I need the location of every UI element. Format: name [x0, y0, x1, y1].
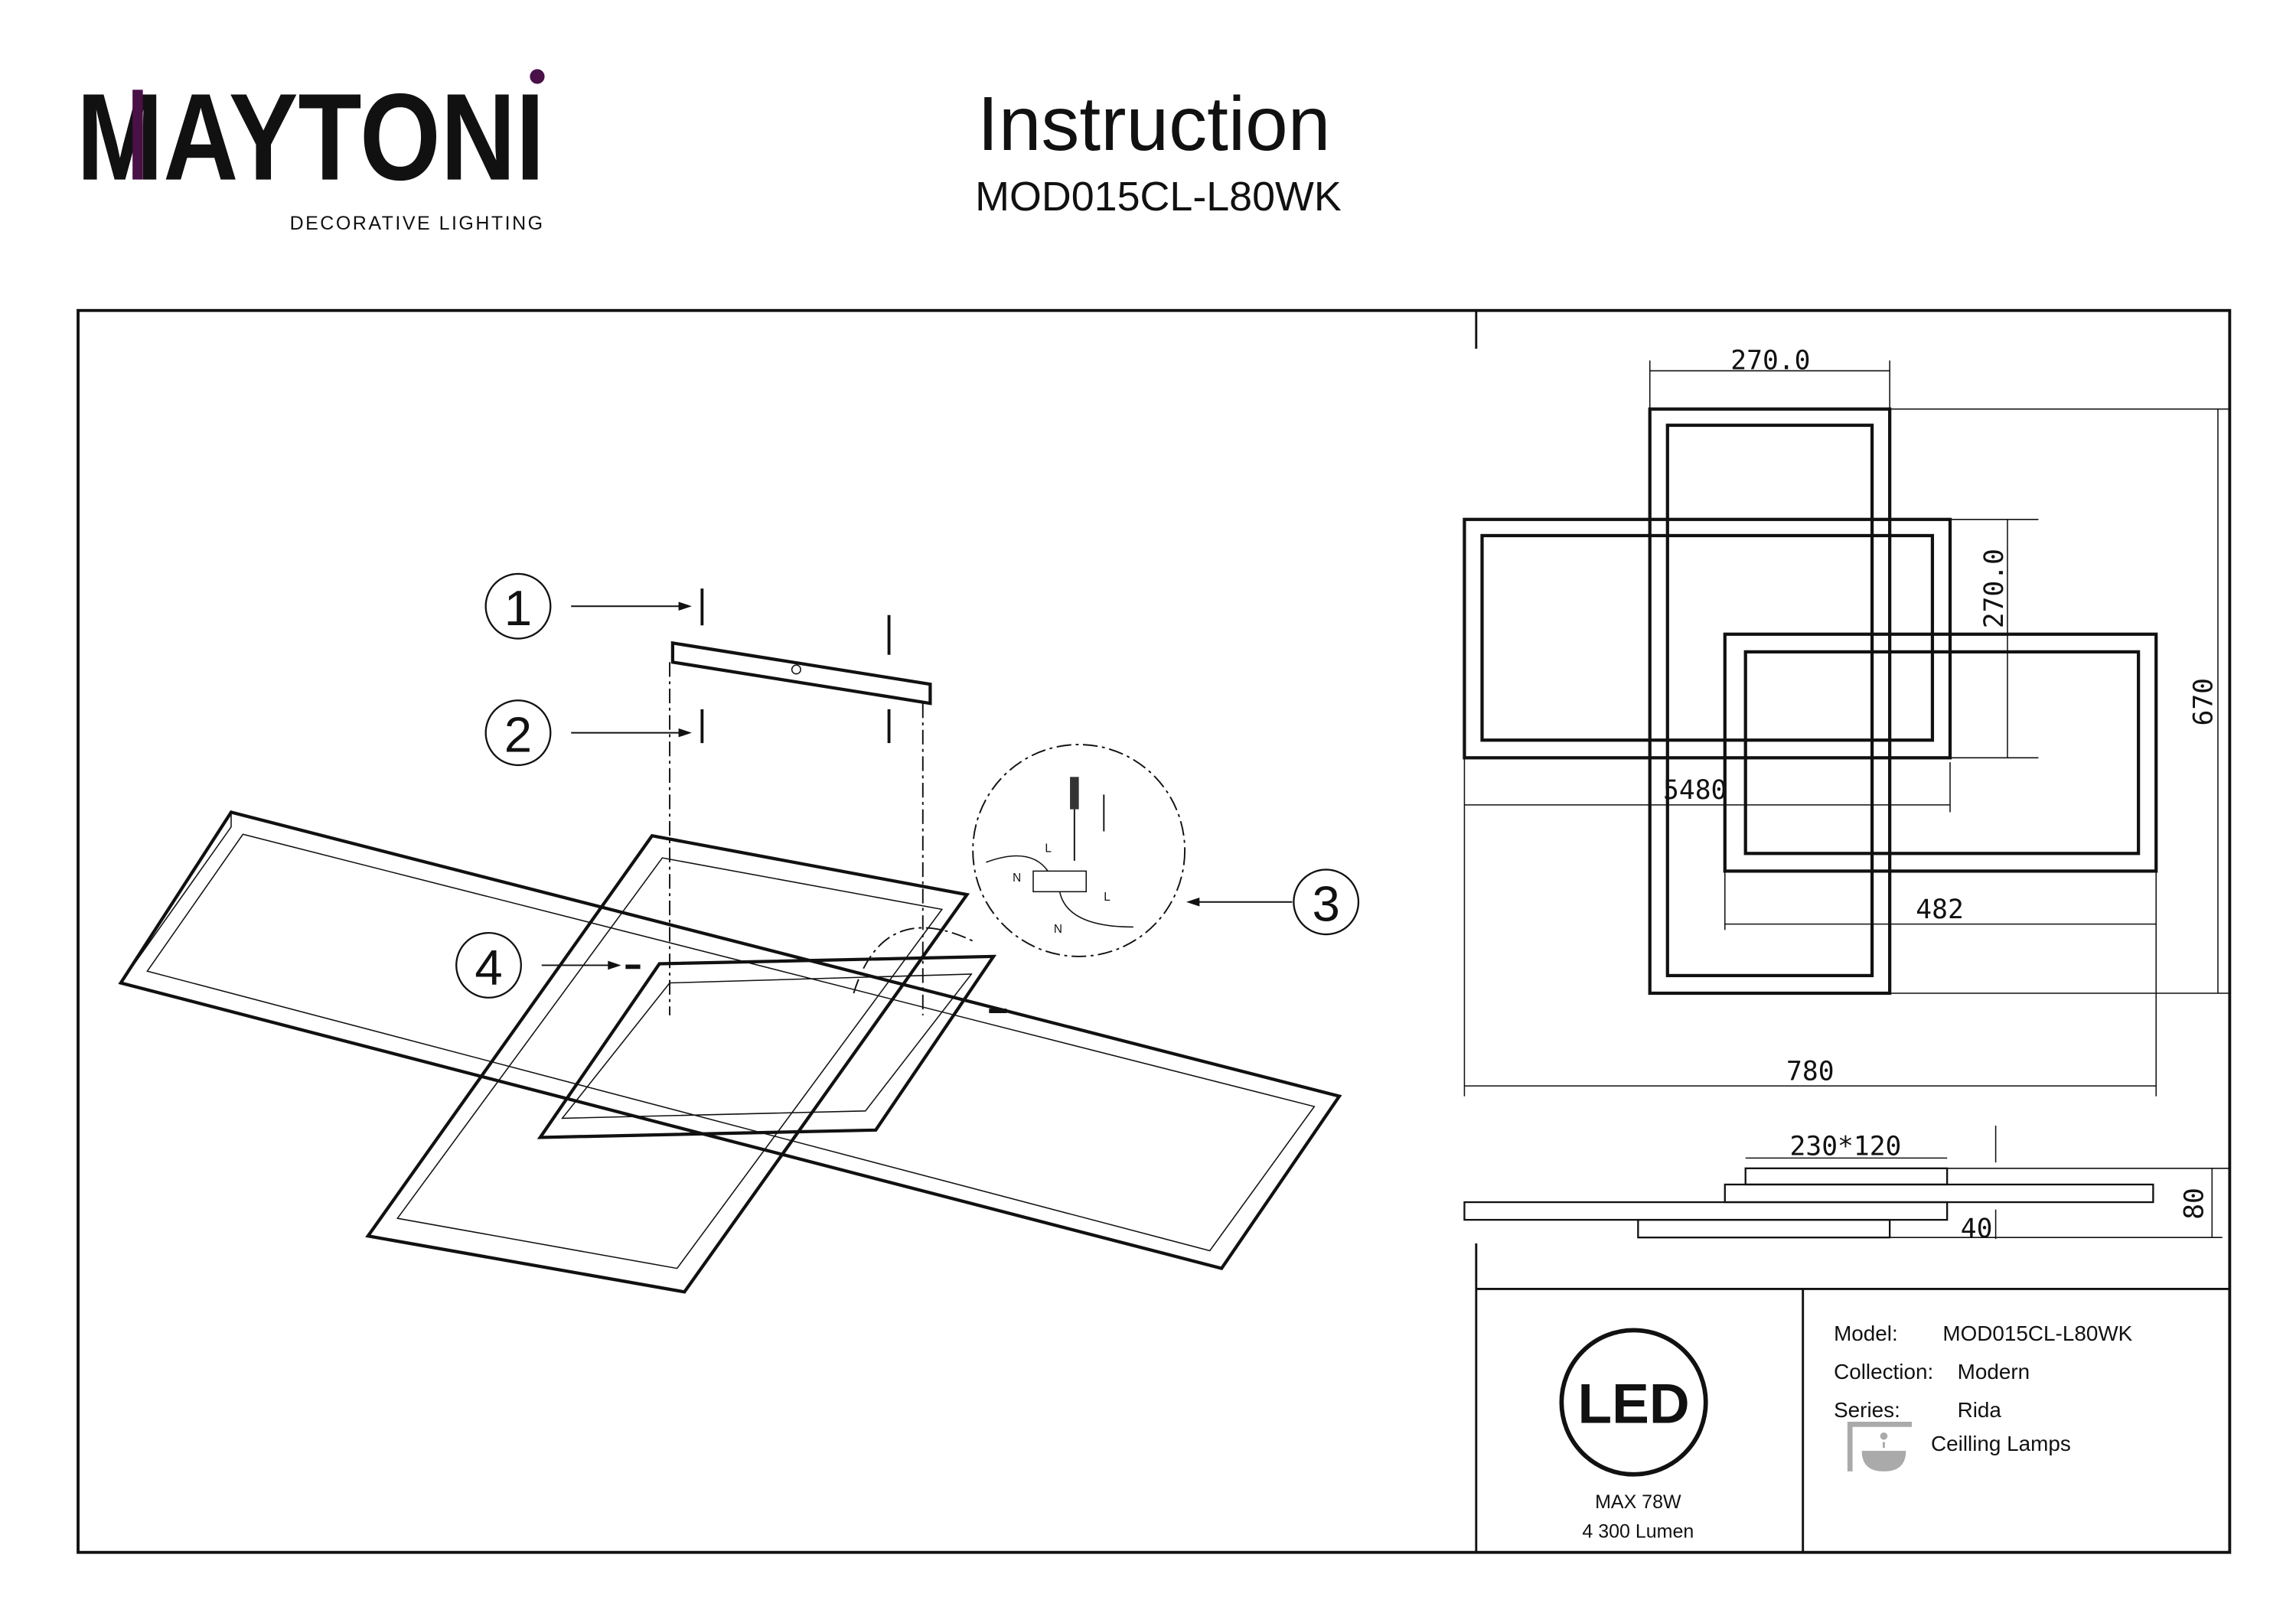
series-value: Rida	[1958, 1398, 2002, 1422]
logo-accent-stroke	[132, 90, 143, 180]
collection-value: Modern	[1958, 1360, 2030, 1383]
callout-4-number: 4	[475, 939, 502, 995]
dim-total-height: 670	[2188, 678, 2219, 726]
dim-total-width: 780	[1786, 1056, 1835, 1087]
assembly-drawing: L N L N 1 2 3 4	[118, 572, 1360, 1294]
logo-brand: MAYTONI	[77, 69, 544, 207]
dim-base: 230*120	[1790, 1132, 1902, 1162]
dim-offset: 40	[1961, 1214, 1993, 1244]
led-logo: LED	[1578, 1373, 1690, 1435]
callout-3: 3	[1186, 869, 1360, 936]
mounting-bar	[670, 640, 932, 706]
screw-icon	[700, 588, 891, 744]
model-label: Model:	[1834, 1322, 1898, 1345]
page-title: Instruction	[977, 81, 1330, 167]
lumen: 4 300 Lumen	[1582, 1520, 1694, 1542]
diagonal-frame	[365, 833, 970, 1294]
led-badge: LED	[1559, 1328, 1708, 1477]
callout-2: 2	[484, 699, 692, 767]
model-value: MOD015CL-L80WK	[1942, 1322, 2132, 1345]
category-label: Ceilling Lamps	[1931, 1432, 2071, 1455]
ceiling-lamp-icon	[1847, 1422, 1913, 1471]
label-neutral-out: N	[1054, 923, 1062, 936]
terminal-block	[1032, 870, 1088, 893]
wiring-detail: L N L N	[853, 744, 1186, 994]
max-power: MAX 78W	[1595, 1491, 1681, 1513]
collection-label: Collection:	[1834, 1360, 1933, 1383]
logo-tagline: DECORATIVE LIGHTING	[290, 213, 545, 234]
dim-right-width: 482	[1916, 895, 1964, 925]
model-subtitle: MOD015CL-L80WK	[975, 174, 1342, 220]
callout-4: 4	[455, 931, 621, 999]
top-view-drawing: 270.0 270.0 670 5480 482 780	[1463, 346, 2230, 1097]
small-frame	[536, 954, 997, 1139]
series-label: Series:	[1834, 1398, 1900, 1422]
main-frame	[77, 308, 2232, 1554]
dim-left-width: 5480	[1663, 775, 1727, 806]
callout-1: 1	[484, 572, 692, 640]
maytoni-logo: MAYTONI DECORATIVE LIGHTING	[77, 69, 545, 234]
label-live-in: L	[1045, 842, 1052, 855]
screwdriver-icon	[1070, 777, 1079, 810]
callout-3-number: 3	[1312, 876, 1339, 932]
label-live-out: L	[1104, 891, 1110, 904]
callout-1-number: 1	[504, 580, 532, 636]
logo-accent-dot	[530, 69, 545, 84]
label-neutral-in: N	[1013, 872, 1021, 885]
dim-depth: 80	[2180, 1188, 2210, 1220]
dim-top-width: 270.0	[1730, 346, 1810, 376]
long-frame	[118, 810, 1342, 1270]
dim-side-height: 270.0	[1979, 549, 2010, 628]
side-view-drawing: 230*120 80 40	[1463, 1126, 2230, 1244]
callout-2-number: 2	[504, 707, 532, 763]
